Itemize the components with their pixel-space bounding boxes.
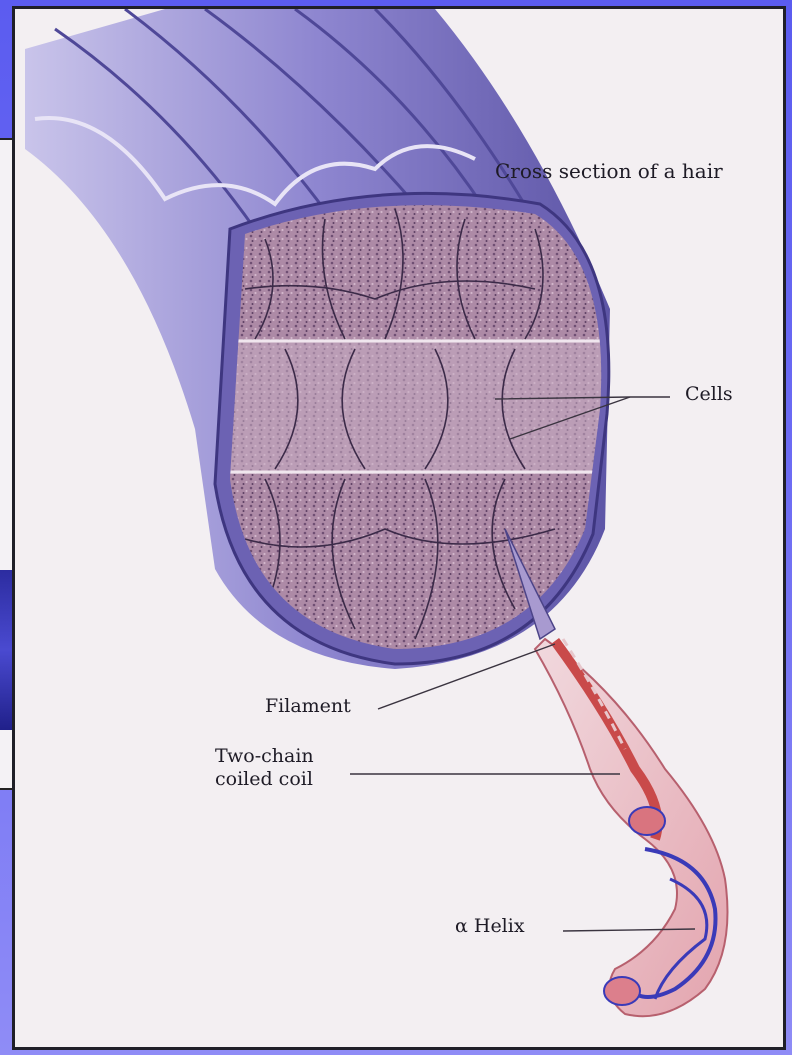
hair-structure-figure: Cross section of a hair Cells Filament T… [12,6,786,1050]
two-chain-label-line2: coiled coil [215,768,314,791]
cells-label: Cells [685,383,733,406]
cross-section-label: Cross section of a hair [495,159,723,183]
two-chain-label-line1: Two-chain [215,745,314,768]
background-card-image-strip [0,570,12,730]
alpha-helix-label: α Helix [455,915,525,938]
filament-label: Filament [265,695,351,718]
two-chain-coiled-coil-label: Two-chain coiled coil [215,745,314,791]
